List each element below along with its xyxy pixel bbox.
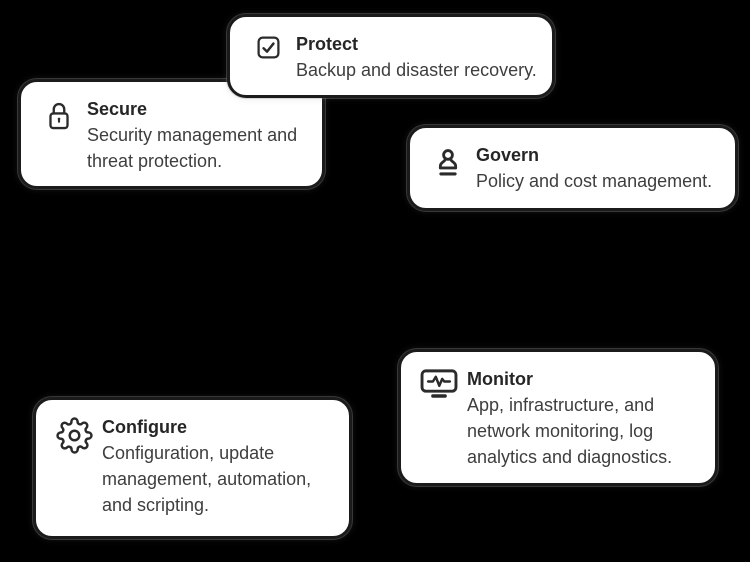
lock-icon [39,99,79,132]
gear-icon [54,417,94,454]
card-title: Monitor [467,369,533,389]
card-title: Secure [87,99,148,119]
checkbox-check-icon [248,34,288,61]
card-description: Configuration, update management, automa… [102,443,312,515]
card-description: Policy and cost management. [476,171,713,191]
card-configure: Configure Configuration, update manageme… [33,397,352,539]
card-description: Backup and disaster recovery. [296,60,537,80]
card-govern: Govern Policy and cost management. [407,125,738,211]
stamp-icon [428,145,468,185]
card-description: App, infrastructure, and network monitor… [467,395,673,467]
card-protect: Protect Backup and disaster recovery. [227,14,555,98]
card-title: Govern [476,145,540,165]
card-title: Protect [296,34,359,54]
card-description: Security management and threat protectio… [87,125,298,171]
card-monitor: Monitor App, infrastructure, and network… [398,349,718,486]
card-title: Configure [102,417,187,437]
monitor-pulse-icon [419,369,459,398]
